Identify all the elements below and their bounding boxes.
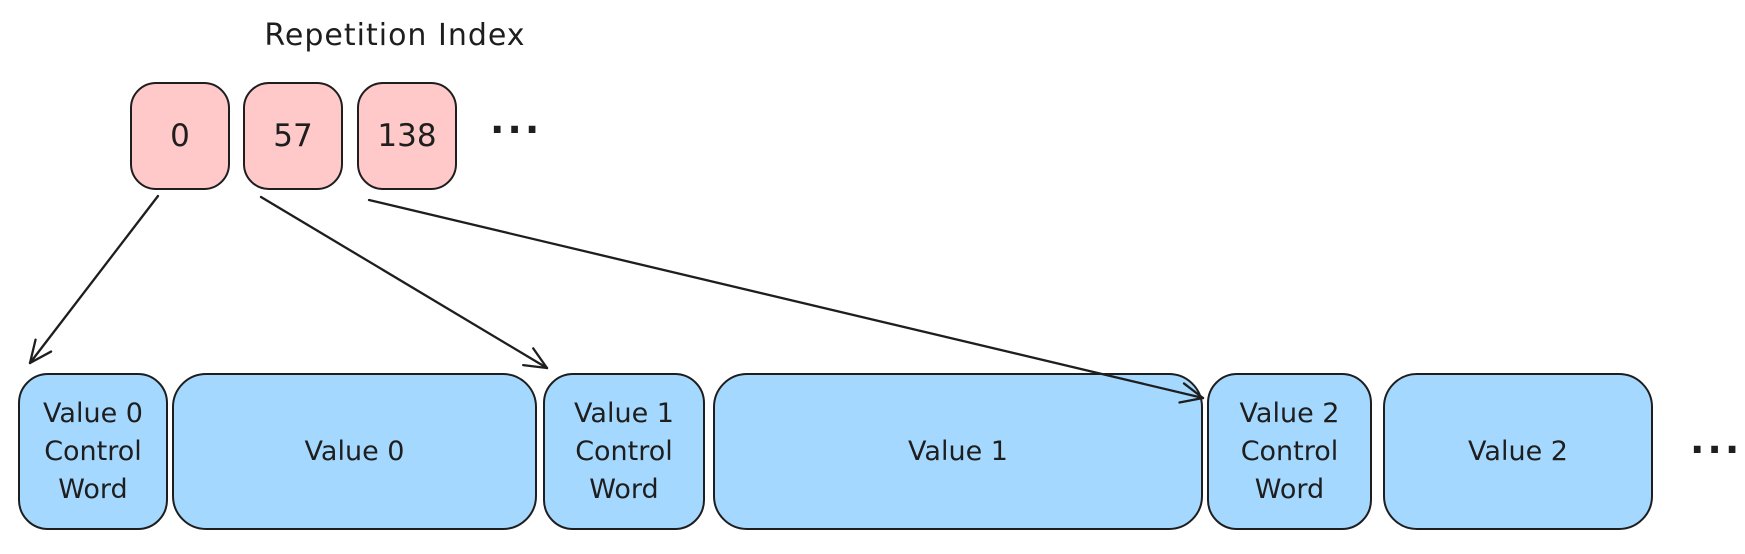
value-box-label-line: Word — [58, 473, 128, 505]
index-row-ellipsis: ... — [490, 98, 543, 142]
value-1-control-word-box: Value 1 Control Word — [543, 373, 705, 530]
value-box-label-line: Value 0 — [304, 435, 405, 467]
value-2-control-word-box: Value 2 Control Word — [1207, 373, 1372, 530]
repetition-index-box-0: 0 — [130, 82, 230, 190]
diagram-title: Repetition Index — [264, 18, 526, 53]
value-box-label-line: Control — [1240, 435, 1339, 467]
value-box-label-line: Word — [1254, 473, 1325, 505]
value-box-label-line: Value 1 — [574, 397, 674, 429]
arrow-index-57-to-value-1-control-word — [259, 195, 549, 370]
arrow-index-0-to-value-0-control-word — [28, 194, 160, 365]
value-0-control-word-box: Value 0 Control Word — [18, 373, 168, 530]
repetition-index-value: 0 — [170, 118, 190, 154]
repetition-index-value: 57 — [273, 118, 313, 154]
value-box-label-line: Value 1 — [908, 435, 1008, 467]
value-box-label-line: Value 2 — [1468, 435, 1568, 467]
value-box-label-line: Control — [575, 435, 673, 467]
repetition-index-box-2: 138 — [357, 82, 457, 190]
value-box-label-line: Value 2 — [1239, 397, 1340, 429]
value-box-label-line: Value 0 — [43, 397, 143, 429]
value-1-box: Value 1 — [713, 373, 1203, 530]
value-2-box: Value 2 — [1383, 373, 1653, 530]
value-row-ellipsis: ... — [1690, 418, 1743, 462]
value-box-label-line: Word — [589, 473, 659, 505]
repetition-index-value: 138 — [377, 118, 437, 154]
value-0-box: Value 0 — [172, 373, 537, 530]
value-box-label-line: Control — [44, 435, 142, 467]
repetition-index-box-1: 57 — [243, 82, 343, 190]
